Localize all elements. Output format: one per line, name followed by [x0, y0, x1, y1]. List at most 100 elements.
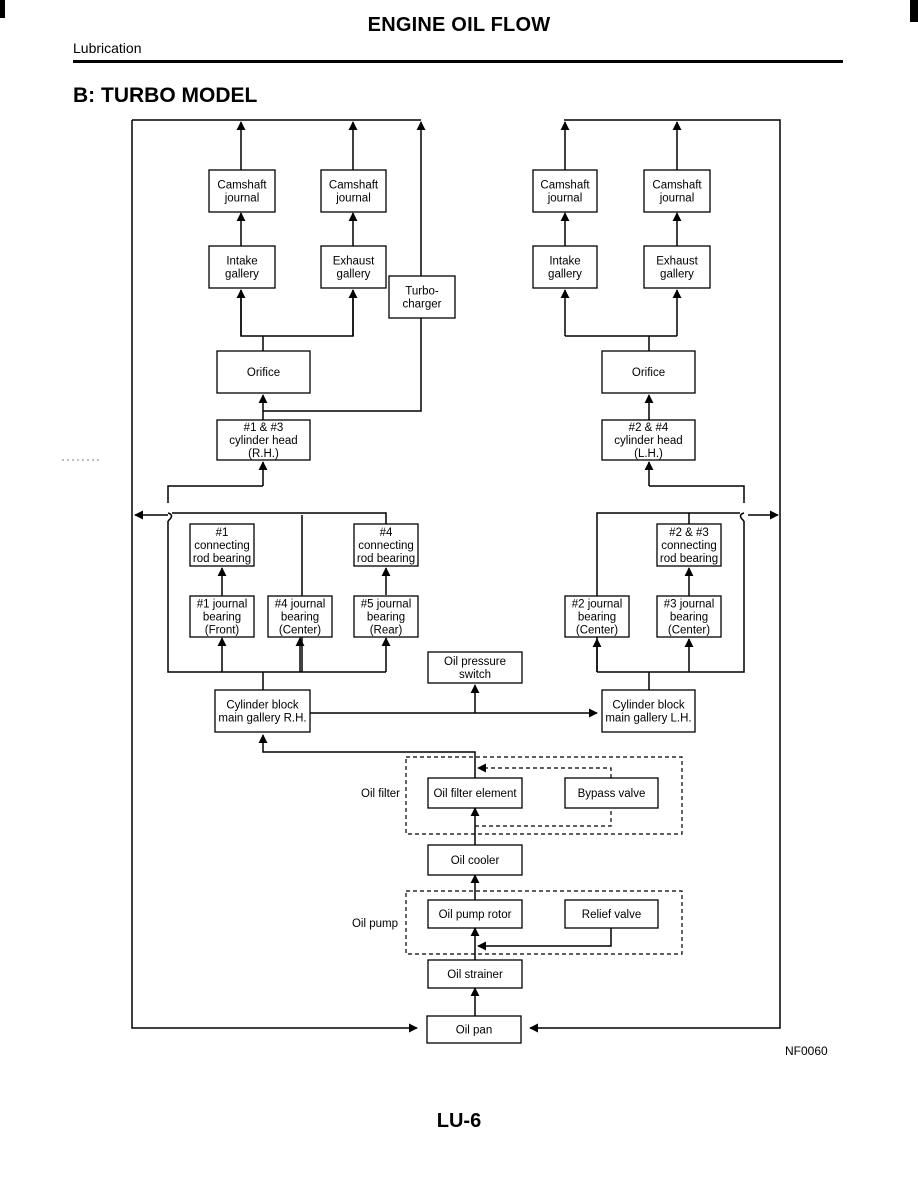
- box-label: gallery: [660, 269, 694, 281]
- box-oil-pan: Oil pan: [426, 1015, 522, 1044]
- box-label: bearing: [281, 612, 319, 624]
- page-number: LU-6: [436, 1110, 482, 1132]
- box-label: journal: [224, 193, 260, 205]
- box-label: Relief valve: [582, 909, 641, 921]
- box-label: (Center): [668, 625, 710, 637]
- box-label: rod bearing: [193, 553, 251, 565]
- box-bypass: Bypass valve: [564, 777, 659, 809]
- box-label: Camshaft: [540, 180, 590, 192]
- corner-mark-left: [0, 0, 5, 18]
- box-label: Oil pan: [456, 1025, 492, 1037]
- box-label: #1 & #3: [244, 422, 284, 434]
- box-label: Camshaft: [329, 180, 379, 192]
- box-label: bearing: [578, 612, 616, 624]
- box-orifice-rh: Orifice: [216, 350, 311, 394]
- header-rule: [73, 60, 843, 63]
- box-label: #2 & #4: [629, 422, 669, 434]
- box-strainer: Oil strainer: [427, 959, 523, 989]
- figure-code: NF0060: [785, 1044, 828, 1058]
- box-label: Orifice: [632, 367, 665, 379]
- box-label: bearing: [670, 612, 708, 624]
- box-label: gallery: [548, 269, 582, 281]
- box-cooler: Oil cooler: [427, 844, 523, 876]
- box-label: #2 & #3: [669, 527, 709, 539]
- box-label: switch: [459, 669, 491, 681]
- box-label: main gallery L.H.: [605, 713, 691, 725]
- oil-filter-group-frame: [405, 756, 683, 835]
- oil-pump-label: Oil pump: [352, 918, 398, 930]
- box-filter-el: Oil filter element: [427, 777, 523, 809]
- box-label: journal: [547, 193, 583, 205]
- box-label: Camshaft: [652, 180, 702, 192]
- box-label: connecting: [194, 540, 250, 552]
- outer-return-lines: [131, 119, 781, 1033]
- box-label: Intake: [549, 256, 580, 268]
- lh-bank-lines: [560, 121, 779, 690]
- corner-mark-right: [910, 0, 918, 22]
- box-label: connecting: [661, 540, 717, 552]
- box-label: Orifice: [247, 367, 280, 379]
- box-label: #1: [216, 527, 229, 539]
- box-relief: Relief valve: [564, 899, 659, 929]
- box-label: Camshaft: [217, 180, 267, 192]
- box-label: bearing: [203, 612, 241, 624]
- box-label: #5 journal: [361, 599, 412, 611]
- box-label: journal: [335, 193, 371, 205]
- box-label: Cylinder block: [612, 700, 684, 712]
- oil-pump-group-frame: [405, 890, 683, 955]
- box-label: Exhaust: [656, 256, 698, 268]
- box-label: cylinder head: [229, 435, 297, 447]
- box-label: gallery: [337, 269, 371, 281]
- section-label: Lubrication: [73, 40, 142, 56]
- box-pump-rotor: Oil pump rotor: [427, 899, 523, 929]
- box-label: charger: [403, 299, 442, 311]
- box-label: Oil cooler: [451, 855, 500, 867]
- box-label: (Center): [576, 625, 618, 637]
- page-title: ENGINE OIL FLOW: [367, 14, 551, 36]
- box-label: Cylinder block: [226, 700, 298, 712]
- box-label: Bypass valve: [578, 788, 646, 800]
- box-label: rod bearing: [660, 553, 718, 565]
- box-label: (Front): [205, 625, 240, 637]
- box-label: #3 journal: [664, 599, 715, 611]
- subtitle: B: TURBO MODEL: [73, 84, 258, 107]
- oil-filter-label: Oil filter: [361, 788, 400, 800]
- box-label: #2 journal: [572, 599, 623, 611]
- box-label: gallery: [225, 269, 259, 281]
- box-label: #4 journal: [275, 599, 326, 611]
- box-label: #1 journal: [197, 599, 248, 611]
- box-label: cylinder head: [614, 435, 682, 447]
- box-label: (Rear): [370, 625, 403, 637]
- box-label: Exhaust: [333, 256, 375, 268]
- box-label: #4: [380, 527, 393, 539]
- box-label: (Center): [279, 625, 321, 637]
- box-label: journal: [659, 193, 695, 205]
- box-label: rod bearing: [357, 553, 415, 565]
- box-label: Turbo-: [405, 286, 439, 298]
- box-label: Oil pump rotor: [439, 909, 512, 921]
- box-label: bearing: [367, 612, 405, 624]
- box-label: (L.H.): [634, 448, 663, 460]
- box-turbo: Turbo-charger: [388, 275, 456, 319]
